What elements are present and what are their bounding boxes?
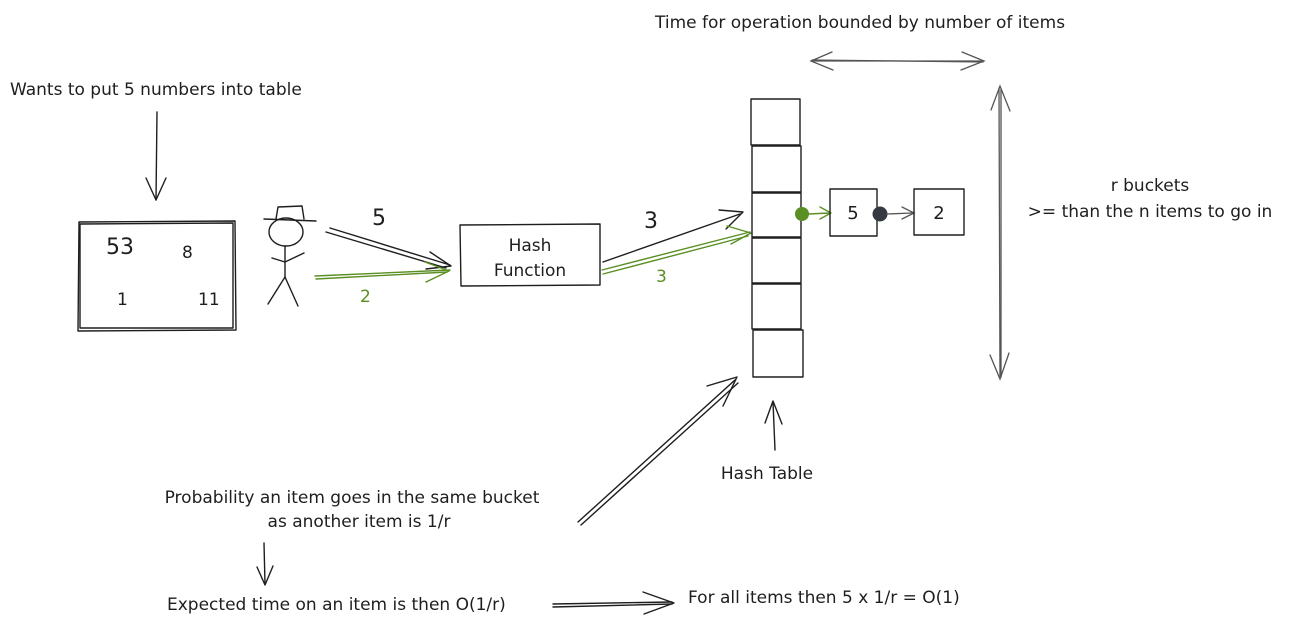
right-arrow-to-conclusion: [552, 591, 675, 615]
number-8: 8: [182, 243, 193, 263]
bucket-2-highlighted: [751, 192, 802, 238]
number-11: 11: [198, 290, 220, 310]
probability-label-line1: Probability an item goes in the same buc…: [165, 488, 540, 508]
conclusion-label: For all items then 5 x 1/r = O(1): [688, 588, 960, 608]
chain-pointer-dot: [795, 207, 809, 221]
r-buckets-label: r buckets: [1111, 176, 1190, 196]
time-bounded-label: Time for operation bounded by number of …: [654, 13, 1065, 33]
expected-time-label: Expected time on an item is then O(1/r): [167, 595, 506, 615]
hash-function-label-line1: Hash: [509, 236, 552, 256]
output-value-black: 3: [644, 209, 658, 234]
input-arrow-black: [325, 227, 452, 270]
up-arrow-to-table: [764, 400, 783, 451]
chain-node-1-value: 5: [847, 203, 858, 224]
chain-node-2-value: 2: [933, 203, 944, 224]
ge-items-label: >= than the n items to go in: [1028, 202, 1273, 222]
bucket-4: [751, 283, 802, 330]
down-arrow-to-box: [145, 111, 167, 201]
numbers-box: 53 8 1 11: [77, 220, 237, 332]
input-value-black: 5: [372, 206, 386, 231]
hash-function-box: Hash Function: [459, 223, 601, 287]
output-value-green: 3: [656, 267, 667, 287]
input-value-green: 2: [360, 287, 371, 307]
bucket-0: [750, 98, 801, 146]
input-arrow-green: [314, 261, 451, 283]
hash-table: [750, 98, 804, 378]
bucket-1: [751, 145, 802, 193]
probability-label-line2: as another item is 1/r: [268, 512, 451, 532]
bucket-5: [752, 329, 804, 378]
bucket-3: [751, 237, 802, 284]
chain: 5 2: [795, 188, 965, 237]
number-1: 1: [117, 290, 128, 310]
output-arrow-black: [602, 209, 744, 263]
horizontal-double-arrow: [809, 51, 986, 71]
wants-to-put-label: Wants to put 5 numbers into table: [10, 80, 302, 100]
hash-table-label: Hash Table: [721, 464, 813, 484]
number-53: 53: [106, 235, 134, 260]
chain-node-1-pointer: [872, 206, 888, 222]
vertical-double-arrow: [989, 84, 1011, 381]
person-icon: [263, 205, 317, 307]
output-arrow-green: [601, 225, 752, 275]
hash-function-label-line2: Function: [494, 261, 566, 281]
chain-node-2: [913, 188, 965, 236]
diagonal-arrow-to-table: [577, 376, 739, 526]
down-arrow-to-expected: [256, 542, 274, 586]
